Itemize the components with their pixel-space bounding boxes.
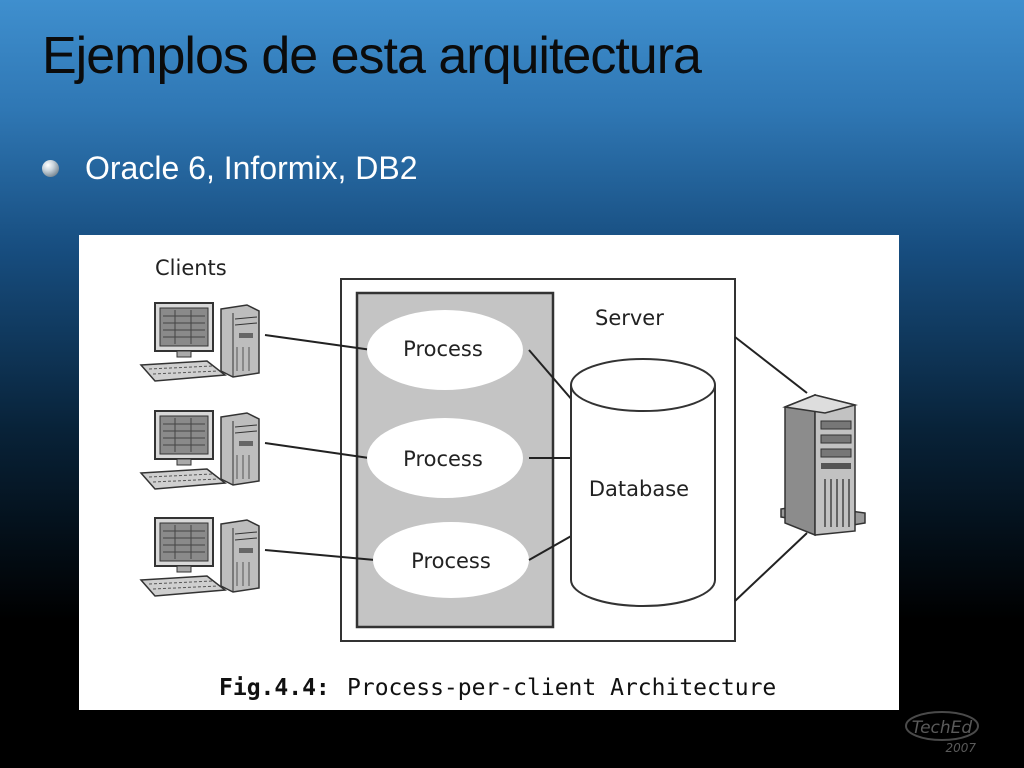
process-label: Process <box>403 447 483 471</box>
process-node <box>367 310 523 390</box>
bullet-icon <box>42 160 59 177</box>
page-title: Ejemplos de esta arquitectura <box>42 27 702 85</box>
database-top <box>570 358 716 412</box>
logo-brand: TechEd <box>912 718 973 738</box>
process-node <box>373 522 529 598</box>
teched-logo: TechEd 2007 <box>902 704 984 758</box>
architecture-figure: Clients Server Process Process Process D… <box>79 235 899 710</box>
client-computer-icon <box>140 410 260 490</box>
process-label: Process <box>403 337 483 361</box>
database-cylinder <box>570 385 716 607</box>
database-connector <box>528 349 574 402</box>
server-machine-icon <box>780 393 866 537</box>
figure-caption-prefix: Fig.4.4: <box>219 675 330 701</box>
process-node <box>367 418 523 498</box>
server-connector <box>734 336 808 394</box>
client-connector <box>264 442 370 459</box>
process-label: Process <box>411 549 491 573</box>
client-connector <box>264 549 376 561</box>
client-computer-icon <box>140 517 260 597</box>
database-connector <box>528 534 574 561</box>
logo-year: 2007 <box>945 741 976 755</box>
figure-caption-text: Process-per-client Architecture <box>347 675 776 701</box>
architecture-diagram: Clients Server Process Process Process D… <box>140 256 866 701</box>
database-label: Database <box>589 477 689 501</box>
bullet-text: Oracle 6, Informix, DB2 <box>85 150 418 186</box>
client-connector <box>264 334 373 351</box>
server-label: Server <box>595 306 664 330</box>
clients-label: Clients <box>155 256 227 280</box>
server-connector <box>734 532 808 602</box>
bullet-item: Oracle 6, Informix, DB2 <box>42 150 418 187</box>
client-computer-icon <box>140 302 260 382</box>
